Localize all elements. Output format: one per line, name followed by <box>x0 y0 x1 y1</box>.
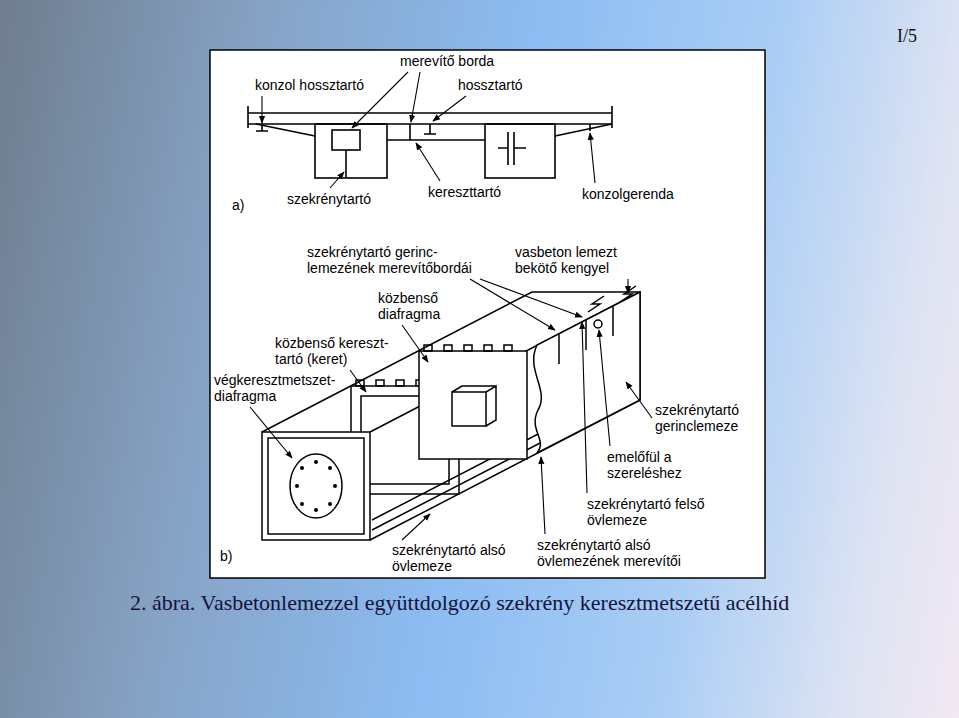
part-label: szekrénytartó alsó övlemeze <box>392 542 522 574</box>
part-label: vasbeton lemezt bekötő kengyel <box>515 244 640 276</box>
part-label: szekrénytartó alsó övlemezének merevítői <box>537 537 707 569</box>
bolt-dots <box>295 460 337 512</box>
leader-lines <box>250 72 652 540</box>
part-label: emelőfül a szereléshez <box>607 449 707 481</box>
part-label: hossztartó <box>458 77 523 93</box>
part-label: szekrénytartó felső övlemeze <box>587 496 737 528</box>
part-label: szekrénytartó <box>287 191 371 207</box>
figure-caption: 2. ábra. Vasbetonlemezzel együttdolgozó … <box>130 590 789 616</box>
part-label: kereszttartó <box>428 184 501 200</box>
part-label: közbenső diafragma <box>378 290 468 322</box>
subfigure-label: b) <box>220 548 232 564</box>
cross-section <box>248 106 612 178</box>
part-label: szekrénytartó gerinclemeze <box>655 402 760 434</box>
figure-panel <box>210 50 765 578</box>
part-label: merevítő borda <box>400 53 494 69</box>
part-label: végkeresztmetszet- diafragma <box>214 372 349 404</box>
subfigure-label: a) <box>232 197 244 213</box>
part-label: közbenső kereszt- tartó (keret) <box>275 335 405 367</box>
part-label: szekrénytartó gerinc- lemezének merevítő… <box>307 244 497 276</box>
page-number: I/5 <box>897 26 917 46</box>
part-label: konzolgerenda <box>582 186 674 202</box>
box-girder-3d <box>262 286 640 540</box>
part-label: konzol hossztartó <box>255 77 364 93</box>
